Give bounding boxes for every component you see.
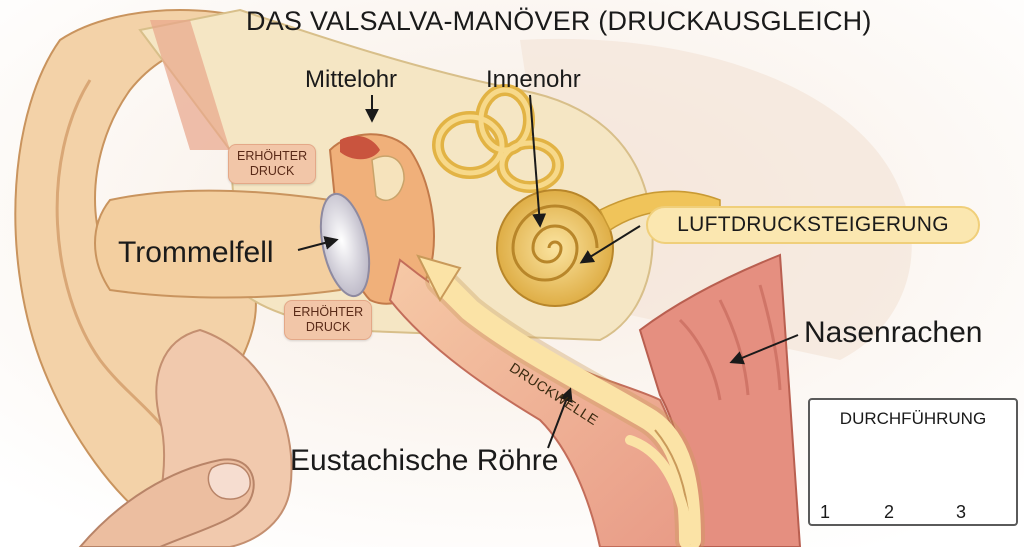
muscle-strip bbox=[150, 20, 230, 150]
ear-fold bbox=[55, 79, 182, 461]
inset-step-3: 3 bbox=[956, 502, 967, 522]
pressure-wave-arrow bbox=[429, 269, 701, 551]
diagram-title: DAS VALSALVA-MANÖVER (DRUCKAUSGLEICH) bbox=[246, 6, 872, 36]
inset-step-2: 2 bbox=[884, 502, 895, 522]
ossicle-malleus bbox=[340, 135, 380, 160]
fingernail bbox=[207, 462, 251, 500]
label-luftdrucksteigerung: LUFTDRUCKSTEIGERUNG bbox=[646, 206, 980, 244]
pointer-luftdruck bbox=[579, 225, 641, 264]
procedure-inset: DURCHFÜHRUNG 1 2 3 bbox=[808, 398, 1018, 526]
pointer-nasenrachen bbox=[729, 334, 799, 365]
ossicle-incus bbox=[371, 155, 405, 201]
inset-title: DURCHFÜHRUNG bbox=[839, 409, 987, 428]
badge-erhoehter-druck-top: ERHÖHTER DRUCK bbox=[228, 144, 317, 184]
pointer-innenohr bbox=[529, 94, 547, 228]
label-innenohr: Innenohr bbox=[486, 66, 581, 93]
inset-step-1: 1 bbox=[820, 502, 831, 522]
badge-erhoehter-druck-bottom: ERHÖHTER DRUCK bbox=[284, 300, 373, 340]
label-mittelohr: Mittelohr bbox=[305, 66, 398, 93]
badge-line2: DRUCK bbox=[249, 164, 295, 178]
badge-line2: DRUCK bbox=[305, 320, 351, 334]
badge-line1: ERHÖHTER bbox=[293, 305, 364, 319]
label-trommelfell: Trommelfell bbox=[118, 236, 274, 269]
badge-line1: ERHÖHTER bbox=[237, 149, 308, 163]
pointer-eustachische-roehre bbox=[547, 387, 573, 449]
pressure-arrow-head bbox=[416, 254, 462, 303]
ear-canal bbox=[94, 189, 349, 299]
label-eustachische-roehre: Eustachische Röhre bbox=[290, 444, 559, 477]
label-nasenrachen: Nasenrachen bbox=[804, 316, 983, 349]
pointer-trommelfell bbox=[297, 236, 339, 251]
